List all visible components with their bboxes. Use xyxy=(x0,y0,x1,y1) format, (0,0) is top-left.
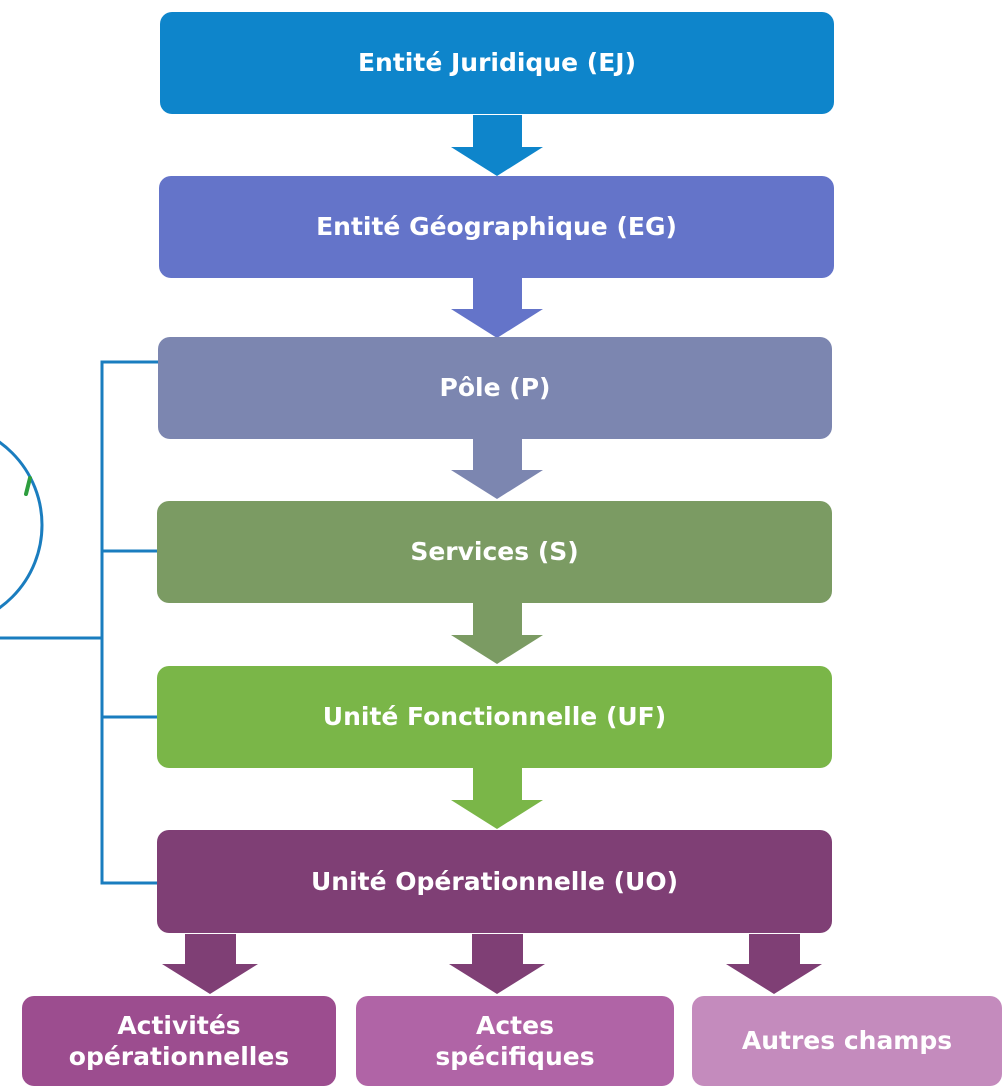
output-box-activites: Activités opérationnelles xyxy=(22,996,336,1086)
arrow-down-s-uf xyxy=(451,603,543,664)
level-label-uf: Unité Fonctionnelle (UF) xyxy=(322,702,667,732)
partial-circle-shape xyxy=(0,440,44,610)
bracket-vertical-line xyxy=(100,360,158,885)
level-box-eg: Entité Géographique (EG) xyxy=(159,176,834,278)
level-label-eg: Entité Géographique (EG) xyxy=(316,212,677,242)
level-box-p: Pôle (P) xyxy=(158,337,832,439)
partial-circle-accent-mark xyxy=(24,476,32,496)
arrow-down-uo-activites xyxy=(162,934,258,994)
output-label-actes: Actes spécifiques xyxy=(435,1010,595,1071)
level-label-ej: Entité Juridique (EJ) xyxy=(357,48,637,78)
level-label-p: Pôle (P) xyxy=(439,373,551,403)
arrow-down-p-s xyxy=(451,438,543,499)
output-label-activites: Activités opérationnelles xyxy=(68,1010,290,1071)
arrow-down-eg-p xyxy=(451,277,543,338)
level-box-uo: Unité Opérationnelle (UO) xyxy=(157,830,832,933)
level-label-uo: Unité Opérationnelle (UO) xyxy=(310,866,679,896)
arrow-down-ej-eg xyxy=(451,115,543,176)
output-box-autres: Autres champs xyxy=(692,996,1002,1086)
level-box-uf: Unité Fonctionnelle (UF) xyxy=(157,666,832,768)
arrow-down-uo-autres xyxy=(726,934,822,994)
level-box-s: Services (S) xyxy=(157,501,832,603)
level-box-ej: Entité Juridique (EJ) xyxy=(160,12,834,114)
output-label-autres: Autres champs xyxy=(741,1026,953,1056)
level-label-s: Services (S) xyxy=(410,537,579,567)
output-box-actes: Actes spécifiques xyxy=(356,996,674,1086)
arrow-down-uf-uo xyxy=(451,768,543,829)
arrow-down-uo-actes xyxy=(449,934,545,994)
